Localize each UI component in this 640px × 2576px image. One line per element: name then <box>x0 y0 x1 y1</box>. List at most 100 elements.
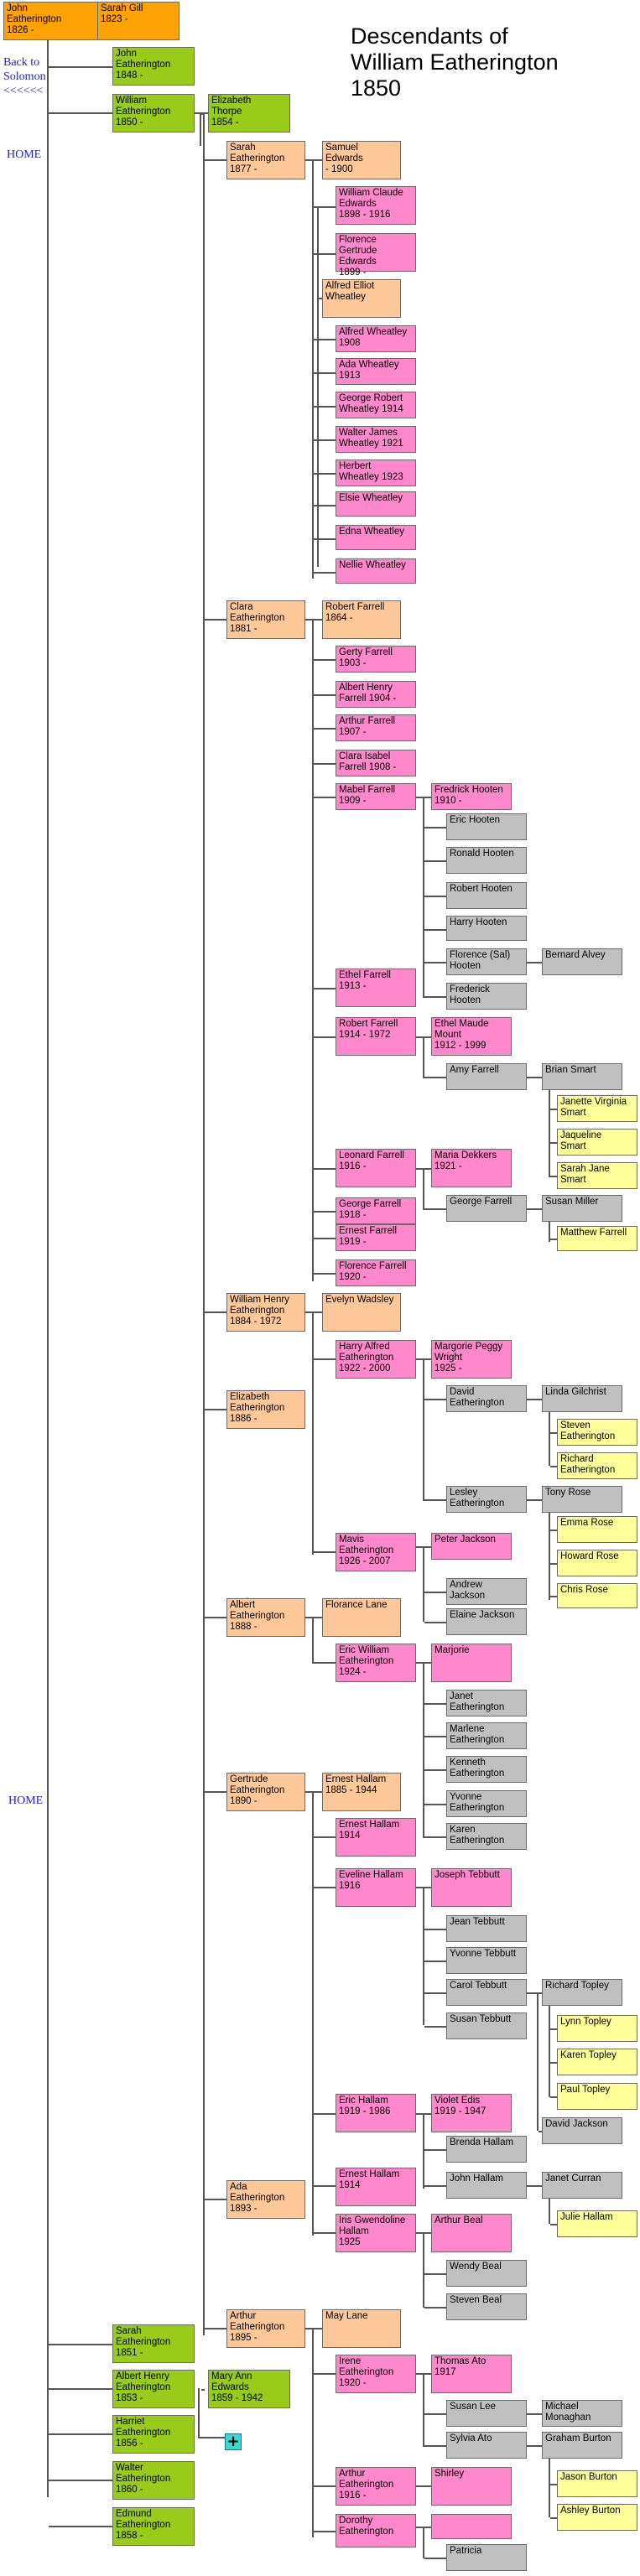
connector-line <box>424 2413 446 2415</box>
connector-line <box>205 1311 226 1313</box>
person-box: Thomas Ato 1917 <box>431 2355 512 2393</box>
person-box: Amy Farrell <box>446 1063 527 1090</box>
connector-line <box>424 2149 446 2151</box>
connector-line <box>312 1311 314 1555</box>
person-box: Herbert Wheatley 1923 <box>336 460 416 486</box>
person-box: Ernest Hallam 1914 <box>336 2168 416 2206</box>
person-box: Wendy Beal <box>446 2260 527 2287</box>
connector-line <box>49 2344 112 2345</box>
home-link-bottom[interactable]: HOME <box>8 1794 44 1807</box>
connector-line <box>539 2131 542 2132</box>
connector-line <box>424 1703 446 1705</box>
connector-line <box>49 2433 112 2435</box>
person-box: Arthur Eatherington 1895 - <box>226 2309 305 2348</box>
person-box: Florence (Sal) Hooten <box>446 948 527 975</box>
connector-line <box>424 827 446 828</box>
connector-line <box>203 113 205 2335</box>
back-to-solomon-link[interactable]: Back to Solomon <<<<<< <box>3 56 46 97</box>
person-box: Tony Rose <box>542 1486 622 1513</box>
connector-line <box>314 1887 336 1888</box>
person-box: Frederick Hooten <box>446 983 527 1010</box>
connector-line <box>205 2328 226 2329</box>
person-box: John Eatherington 1848 - <box>112 47 195 86</box>
connector-line <box>314 206 336 208</box>
connector-line <box>314 253 336 255</box>
connector-line <box>314 339 336 340</box>
connector-line <box>424 2307 446 2309</box>
connector-line <box>312 2328 314 2537</box>
connector-line <box>423 2373 424 2447</box>
connector-line <box>550 1530 557 1531</box>
connector-line <box>314 728 336 730</box>
person-box: Ada Eatherington 1893 - <box>226 2180 305 2219</box>
person-box: Edmund Eatherington 1858 - <box>112 2507 195 2546</box>
person-box: Howard Rose <box>557 1550 637 1576</box>
person-box: George Farrell <box>446 1195 527 1222</box>
connector-line <box>424 1736 446 1737</box>
person-box: Eric Hooten <box>446 813 527 840</box>
connector-line <box>527 1077 542 1078</box>
connector-line <box>424 1929 446 1930</box>
person-box: Kenneth Eatherington <box>446 1756 527 1783</box>
person-box: Ethel Farrell 1913 - <box>336 969 416 1007</box>
person-box <box>431 2514 512 2539</box>
connector-line <box>314 1836 336 1838</box>
connector-line <box>423 1887 424 2025</box>
person-box: Janet Curran <box>542 2172 622 2199</box>
connector-line <box>423 2527 424 2558</box>
connector-line <box>317 206 319 567</box>
person-box: Marlene Eatherington <box>446 1722 527 1749</box>
connector-line <box>305 619 322 621</box>
connector-line <box>312 1617 314 1664</box>
person-box: Elizabeth Eatherington 1886 - <box>226 1390 305 1429</box>
connector-line <box>424 1769 446 1771</box>
person-box: Ashley Burton <box>557 2504 637 2531</box>
person-box: Ada Wheatley 1913 <box>336 358 416 385</box>
connector-line <box>314 2185 336 2187</box>
person-box: Yvonne Tebbutt <box>446 1947 527 1974</box>
connector-line <box>200 112 201 146</box>
connector-line <box>424 1399 446 1400</box>
page-title: Descendants of William Eatherington 1850 <box>351 23 559 101</box>
connector-line <box>549 1499 550 1600</box>
connector-line <box>424 1077 446 1078</box>
connector-line <box>314 1551 336 1553</box>
connector-line <box>424 1622 446 1623</box>
connector-line <box>423 1036 424 1078</box>
connector-line <box>314 763 336 765</box>
connector-line <box>423 1358 424 1501</box>
connector-line <box>314 2531 336 2532</box>
home-link-top[interactable]: HOME <box>7 148 42 161</box>
person-box: David Eatherington <box>446 1385 527 1412</box>
connector-line <box>527 1399 542 1400</box>
person-box: Bernard Alvey <box>542 948 622 975</box>
connector-line <box>424 1836 446 1838</box>
connector-line <box>539 1992 540 1994</box>
connector-line <box>201 2389 205 2391</box>
person-box: Elaine Jackson <box>446 1608 527 1635</box>
person-box: Margorie Peggy Wright 1925 - <box>431 1340 512 1379</box>
connector-line <box>305 1617 322 1618</box>
connector-line <box>312 159 314 579</box>
person-box: Steven Eatherington <box>557 1419 637 1446</box>
connector-line <box>423 1662 424 1838</box>
connector-line <box>314 439 336 441</box>
expand-button[interactable]: + <box>225 2433 242 2450</box>
connector-line <box>424 2026 446 2028</box>
connector-line <box>550 2062 557 2064</box>
person-box: Ernest Hallam 1914 <box>336 1818 416 1857</box>
connector-line <box>205 1617 226 1618</box>
person-box: Susan Tebbutt <box>446 2012 527 2039</box>
connector-line <box>305 1791 322 1793</box>
connector-line <box>424 996 446 998</box>
person-box: Marjorie <box>431 1644 512 1682</box>
connector-line <box>424 1961 446 1962</box>
person-box: Robert Farrell 1864 - <box>322 600 401 639</box>
connector-line <box>314 572 336 574</box>
person-box: Shirley <box>431 2467 512 2506</box>
person-box: Eric William Eatherington 1924 - <box>336 1644 416 1682</box>
person-box: Karen Topley <box>557 2049 637 2075</box>
connector-line <box>205 1791 226 1793</box>
person-box: Patricia <box>446 2544 527 2571</box>
connector-line <box>423 2113 424 2189</box>
